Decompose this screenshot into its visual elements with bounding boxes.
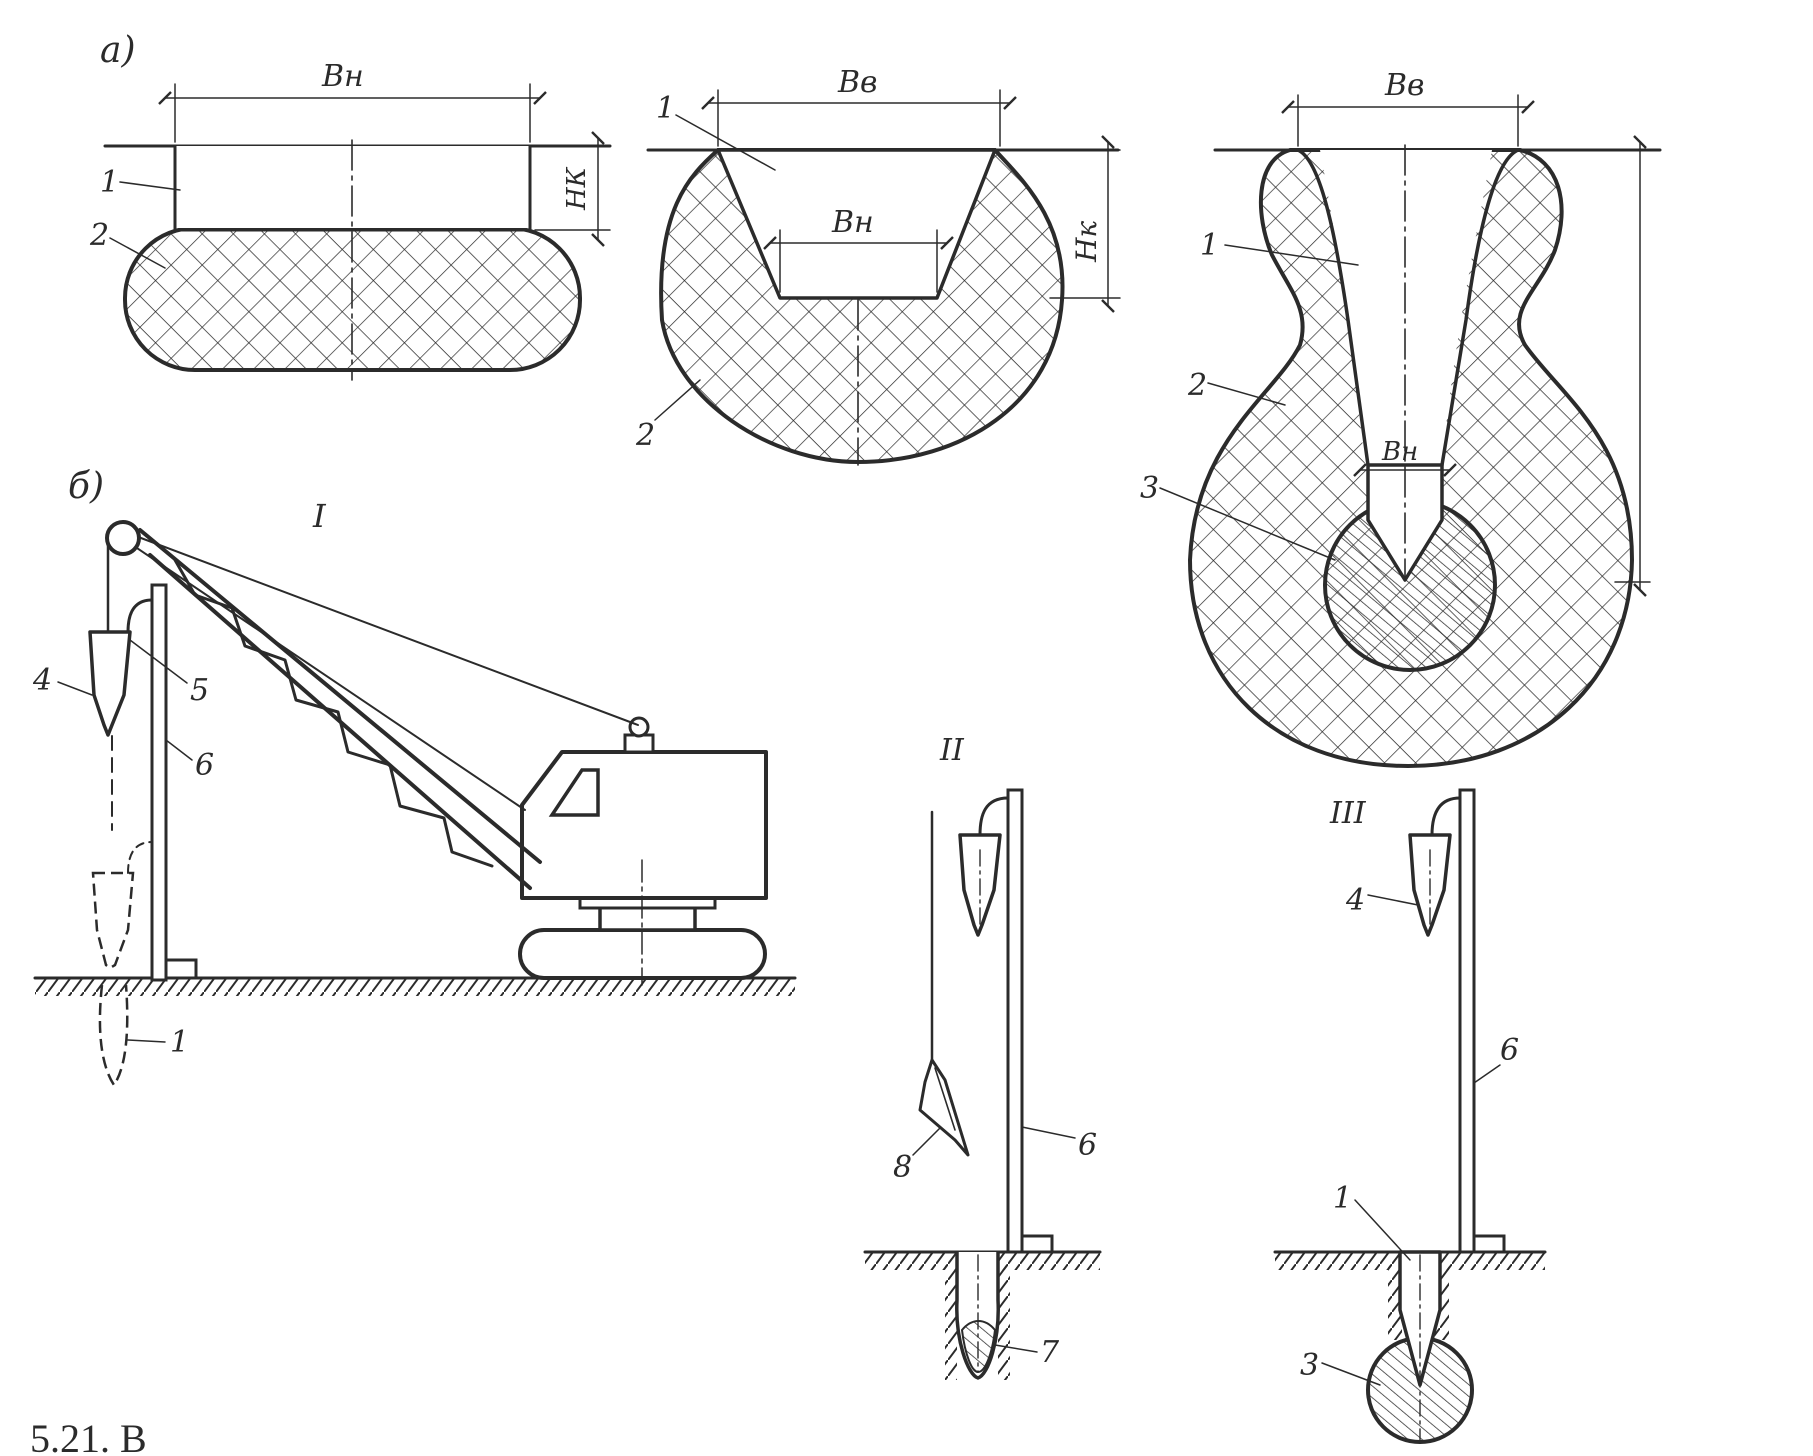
stage-1: I xyxy=(32,497,797,1088)
ground-1 xyxy=(35,978,795,996)
item-4-label-3: 4 xyxy=(1345,883,1365,918)
item-6-label-2: 6 xyxy=(1078,1128,1097,1163)
tamper-raised xyxy=(88,630,132,737)
cab-window xyxy=(548,768,600,817)
item-1-label-3b: 1 xyxy=(1333,1181,1352,1216)
fill-bucket-8 xyxy=(918,1058,970,1157)
rope-1 xyxy=(124,531,639,726)
shape-3-deep-cut: Bв Bн 1 2 3 xyxy=(1140,68,1662,769)
guide-mast-3 xyxy=(1458,788,1476,1254)
label-bn-3: Bн xyxy=(1381,437,1418,467)
boom-upper-chord xyxy=(138,528,542,864)
label-bn-1: Bн xyxy=(321,59,364,94)
shape-2-trench: Bв Bн Нк 1 2 xyxy=(635,65,1121,466)
panel-a: а) Bн НК 1 2 xyxy=(89,30,1662,769)
stage-1-label: I xyxy=(312,497,327,535)
panel-b-marker: б) xyxy=(68,466,104,507)
item-3-label-3: 3 xyxy=(1140,471,1159,506)
item-1-label: 1 xyxy=(100,165,119,200)
stage-2: II 8 6 7 xyxy=(863,733,1102,1380)
stage-3: III 4 6 1 3 xyxy=(1273,788,1547,1444)
label-nk-1: НК xyxy=(562,166,592,211)
shape-1-trench: Bн НК 1 2 xyxy=(89,59,612,381)
guide-mast-2 xyxy=(1006,788,1024,1254)
item-5-label: 5 xyxy=(190,673,209,708)
panel-a-marker: а) xyxy=(100,30,136,71)
item-2-label: 2 xyxy=(89,218,109,253)
guide-mast-1 xyxy=(150,583,168,982)
item-7-label: 7 xyxy=(1040,1335,1060,1370)
item-8-label: 8 xyxy=(893,1150,912,1185)
rope-2 xyxy=(124,539,526,811)
item-1-label-b: 1 xyxy=(170,1025,189,1060)
item-3-label-3b: 3 xyxy=(1300,1348,1319,1383)
stage-3-label: III xyxy=(1329,796,1367,831)
item-2-label-2: 2 xyxy=(635,418,655,453)
panel-b: б) I xyxy=(32,466,1547,1444)
label-nk-2: Нк xyxy=(1070,221,1103,263)
item-1-label-3: 1 xyxy=(1200,228,1219,263)
trench-2 xyxy=(716,148,997,300)
label-bn-2: Bн xyxy=(831,205,874,240)
label-bv-2: Bв xyxy=(837,65,878,100)
figure-caption: 5.21. В xyxy=(30,1416,147,1456)
tamper-dropped xyxy=(91,871,135,970)
stage-2-label: II xyxy=(939,733,965,768)
boom-sheave xyxy=(105,520,141,556)
item-2-label-3: 2 xyxy=(1187,368,1207,403)
pit-1 xyxy=(98,984,129,1088)
item-6-label: 6 xyxy=(195,748,214,783)
item-4-label: 4 xyxy=(32,663,52,698)
item-6-label-3: 6 xyxy=(1500,1033,1519,1068)
label-bv-3: Bв xyxy=(1384,68,1425,103)
item-1-label-2: 1 xyxy=(656,91,675,126)
crane-cab xyxy=(520,750,768,900)
